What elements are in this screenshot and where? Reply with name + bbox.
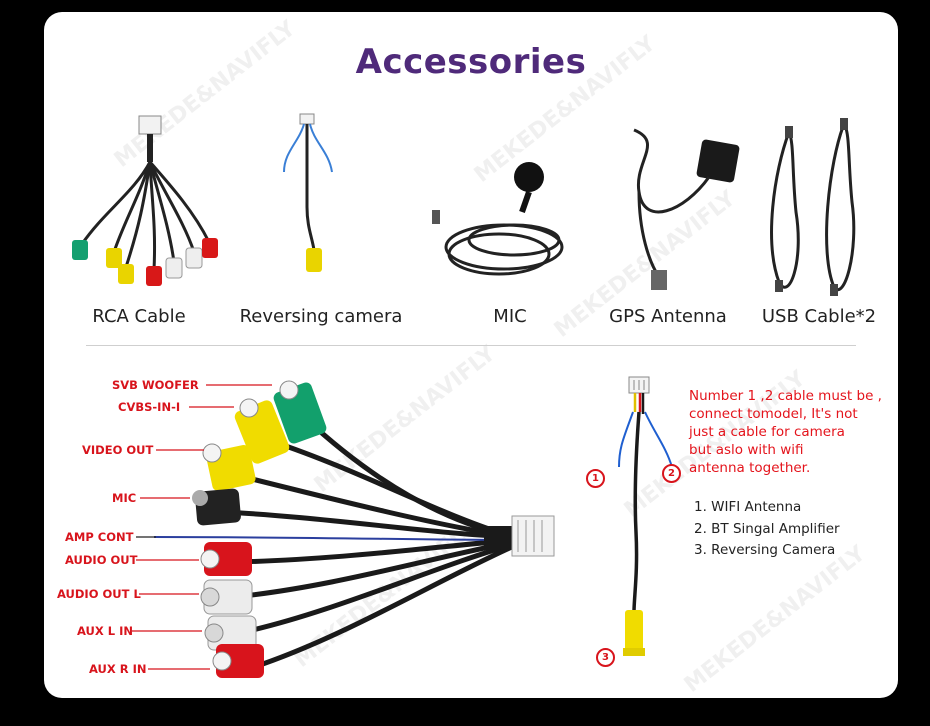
gps-antenna-image — [633, 128, 740, 290]
product-label-mic: MIC — [493, 306, 527, 327]
camera-cable-note: Number 1 ,2 cable must be , connect tomo… — [689, 387, 898, 477]
label-cvbs-in: CVBS-IN-I — [118, 400, 181, 414]
label-mic: MIC — [112, 491, 137, 505]
section-divider — [86, 345, 856, 346]
reversing-camera-cable-image — [283, 113, 333, 272]
marker-3: 3 — [596, 648, 615, 667]
label-svb-woofer: SVB WOOFER — [112, 378, 199, 392]
product-label-gps-antenna: GPS Antenna — [609, 306, 727, 327]
label-audio-out: AUDIO OUT — [65, 553, 138, 567]
note-line: antenna together. — [689, 460, 811, 476]
label-amp-cont: AMP CONT — [65, 530, 134, 544]
product-label-usb-cable: USB Cable*2 — [761, 306, 877, 327]
accessories-card: MEKEDE&NAVIFLY MEKEDE&NAVIFLY MEKEDE&NAV… — [44, 12, 898, 698]
list-item: 2. BT Singal Amplifier — [694, 520, 840, 537]
label-aux-r-in: AUX R IN — [89, 662, 147, 676]
product-images — [72, 113, 856, 296]
mic-image — [432, 162, 564, 276]
rca-cable-image — [72, 115, 218, 286]
product-label-rca-cable: RCA Cable — [92, 306, 186, 327]
marker-1: 1 — [586, 469, 605, 488]
page-title: Accessories — [355, 42, 587, 82]
note-line: just a cable for camera — [689, 424, 845, 440]
list-item: 1. WIFI Antenna — [694, 499, 802, 515]
label-aux-l-in: AUX L IN — [77, 624, 133, 638]
note-line: Number 1 ,2 cable must be , — [689, 388, 882, 404]
note-line: but aslo with wifi — [689, 442, 804, 458]
product-label-reversing-camera: Reversing camera — [239, 306, 403, 327]
marker-2: 2 — [662, 464, 681, 483]
usb-cable-image — [770, 118, 856, 296]
rca-harness-diagram — [132, 380, 555, 678]
note-line: connect tomodel, It's not — [689, 406, 858, 422]
cable-function-list: 1. WIFI Antenna 2. BT Singal Amplifier 3… — [694, 497, 840, 562]
list-item: 3. Reversing Camera — [694, 542, 836, 558]
rca-plugs — [192, 380, 327, 678]
camera-cable-diagram — [618, 376, 673, 656]
label-video-out: VIDEO OUT — [82, 443, 154, 457]
label-audio-out-l: AUDIO OUT L — [57, 587, 141, 601]
